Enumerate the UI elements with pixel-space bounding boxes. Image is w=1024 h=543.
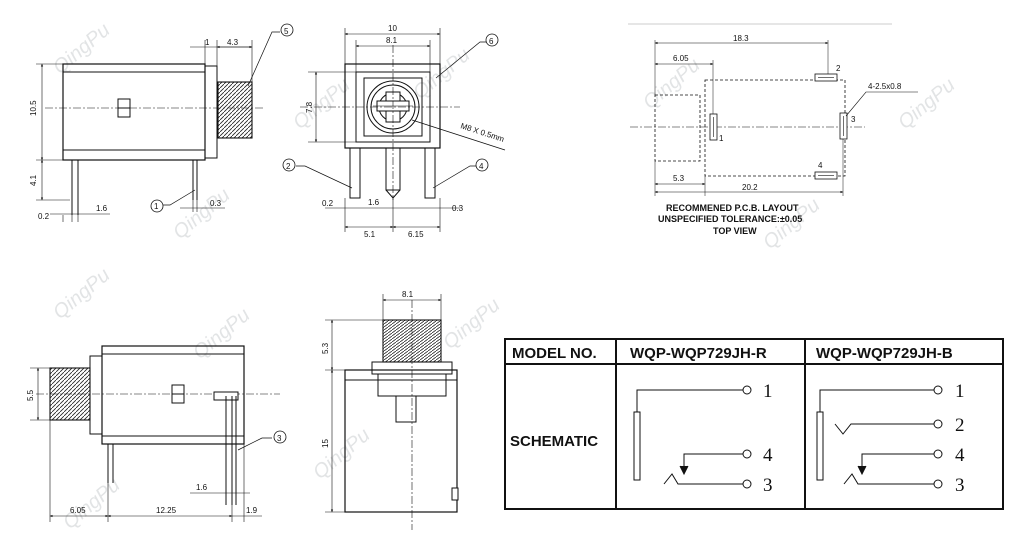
dim-label: 6.05: [673, 54, 689, 63]
pin-number: 2: [955, 415, 965, 436]
pin-number: 3: [763, 475, 773, 496]
dim-label: 5.1: [364, 230, 376, 239]
pcb-caption-line: UNSPECIFIED TOLERANCE:±0.05: [658, 214, 802, 224]
side-view-top: [36, 23, 294, 222]
watermark-text: QingPu: [309, 424, 374, 484]
callout-number: 4: [479, 162, 484, 171]
pin-number: 4: [763, 445, 773, 466]
side-view-top-labels: 1 4.3 10.5 4.1 0.2 1.6 0.3 5 1: [29, 27, 289, 221]
pin-number: 1: [955, 381, 965, 402]
dim-label: 0.3: [452, 204, 464, 213]
dim-label: 5.5: [26, 389, 35, 401]
dim-label: 18.3: [733, 34, 749, 43]
pin-number: 4: [818, 161, 823, 170]
table-row-label: SCHEMATIC: [510, 433, 598, 450]
dim-label: 20.2: [742, 183, 758, 192]
callout-number: 2: [286, 162, 291, 171]
dim-label: 1.6: [368, 198, 380, 207]
pad-size-label: 4-2.5x0.8: [868, 82, 902, 91]
callout-number: 1: [154, 202, 159, 211]
dim-label: 1.6: [96, 204, 108, 213]
dim-label: 10: [388, 24, 397, 33]
front-view-bottom: [325, 294, 459, 530]
callout-number: 6: [489, 37, 494, 46]
thread-spec-label: M8 X 0.5mm: [459, 121, 505, 144]
table-header-model-b: WQP-WQP729JH-B: [816, 345, 953, 362]
front-view-top-labels: 10 8.1 7.8 0.2 1.6 0.3 5.1 6.15 M8 X 0.5…: [286, 24, 506, 239]
front-view-top: [282, 28, 506, 232]
dim-label: 5.3: [321, 342, 330, 354]
table-header-model-r: WQP-WQP729JH-R: [630, 345, 767, 362]
watermark-text: QingPu: [59, 474, 124, 534]
dim-label: 8.1: [402, 290, 414, 299]
watermark-text: QingPu: [639, 54, 704, 114]
pin-number: 2: [836, 64, 841, 73]
dim-label: 6.05: [70, 506, 86, 515]
side-view-bottom: [30, 345, 287, 522]
dim-label: 1.6: [196, 483, 208, 492]
pin-number: 4: [955, 445, 965, 466]
schematic-table: [504, 338, 1004, 510]
callout-number: 3: [277, 434, 282, 443]
pcb-caption-line: RECOMMENED P.C.B. LAYOUT: [666, 203, 799, 213]
dim-label: 6.15: [408, 230, 424, 239]
watermark-text: QingPu: [409, 44, 474, 104]
dim-label: 0.2: [38, 212, 50, 221]
dim-label: 10.5: [29, 100, 38, 116]
dim-label: 0.3: [210, 199, 222, 208]
pin-number: 3: [851, 115, 856, 124]
dim-label: 5.3: [673, 174, 685, 183]
dim-label: 4.3: [227, 38, 239, 47]
dim-label: 4.1: [29, 174, 38, 186]
dim-label: 1: [205, 38, 210, 47]
pin-number: 3: [955, 475, 965, 496]
dim-label: 8.1: [386, 36, 398, 45]
watermark-text: QingPu: [894, 74, 959, 134]
watermark-text: QingPu: [439, 294, 504, 354]
watermark-text: QingPu: [169, 184, 234, 244]
front-view-bottom-labels: 8.1 5.3 15: [321, 290, 414, 448]
dim-label: 15: [321, 439, 330, 448]
schematic-table-labels: MODEL NO. WQP-WQP729JH-R WQP-WQP729JH-B …: [510, 345, 965, 496]
dim-label: 7.8: [305, 101, 314, 113]
pin-number: 1: [763, 381, 773, 402]
schematic-b: [816, 385, 943, 489]
pcb-layout-labels: 18.3 6.05 5.3 20.2 4-2.5x0.8 1 2 3 4 REC…: [658, 34, 902, 236]
pcb-layout-view: [628, 23, 918, 196]
pin-number: 1: [719, 134, 724, 143]
table-header-model: MODEL NO.: [512, 345, 597, 362]
side-view-bottom-labels: 5.5 1.6 6.05 12.25 1.9 3: [26, 389, 282, 515]
pcb-caption-line: TOP VIEW: [713, 226, 757, 236]
dim-label: 12.25: [156, 506, 177, 515]
dim-label: 0.2: [322, 199, 334, 208]
watermark-text: QingPu: [49, 19, 114, 79]
dim-label: 1.9: [246, 506, 258, 515]
schematic-r: [633, 385, 752, 489]
callout-number: 5: [284, 27, 289, 36]
watermark-text: QingPu: [49, 264, 114, 324]
